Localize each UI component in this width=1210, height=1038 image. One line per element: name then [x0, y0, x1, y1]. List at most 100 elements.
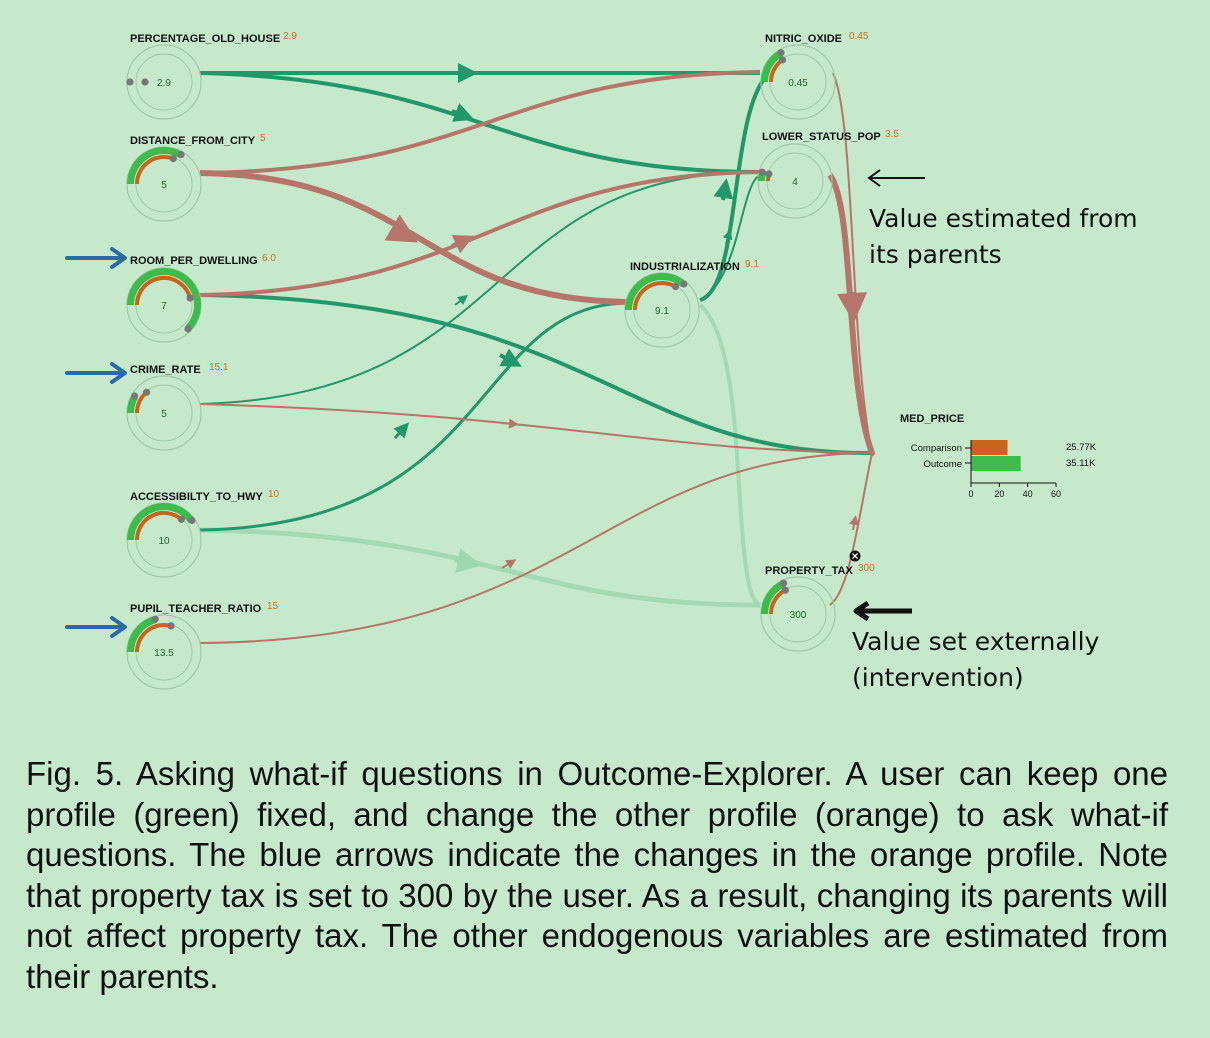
edge-room-medprice-arrow [499, 348, 522, 367]
edge-room-lstat-arrow [451, 235, 475, 254]
bar-label-comparison: Comparison [911, 443, 962, 454]
node-green-handle[interactable] [780, 579, 788, 587]
node-orange-value: 300 [858, 563, 875, 574]
node-inner-ring [769, 585, 827, 643]
node-orange-gauge [134, 275, 193, 306]
node-center-value: 13.5 [154, 648, 174, 659]
node-distance[interactable]: DISTANCE_FROM_CITY 5 5 [126, 133, 266, 222]
node-orange-handle[interactable] [186, 294, 194, 302]
node-orange-handle[interactable] [765, 170, 773, 178]
edge-oldhouse-lstat-arrow [451, 103, 475, 122]
blue-arrows [65, 247, 127, 638]
node-orange-gauge [135, 623, 172, 653]
node-orange-handle[interactable] [781, 586, 789, 594]
bar-value-comparison: 25.77K [1066, 442, 1097, 453]
node-green-handle[interactable] [131, 392, 139, 400]
x-tick-label: 40 [1023, 489, 1033, 499]
node-orange-value: 2.9 [283, 31, 297, 42]
edge-indus-tax [698, 303, 762, 607]
node-orange-gauge [135, 154, 174, 185]
node-nox[interactable]: NITRIC_OXIDE 0.45 0.45 [760, 31, 869, 120]
node-green-gauge [127, 268, 201, 332]
annotation-estimated-line2: its parents [869, 240, 1002, 269]
edge-pupil-medprice-arrow [501, 559, 517, 569]
node-orange-handle[interactable] [143, 388, 151, 396]
node-green-handle[interactable] [126, 78, 134, 86]
node-lstat[interactable]: LOWER_STATUS_POP 3.5 4 [757, 129, 899, 219]
node-label: INDUSTRIALIZATION [630, 261, 740, 273]
node-center-value: 5 [161, 180, 167, 191]
node-orange-handle[interactable] [169, 155, 177, 163]
node-label: PUPIL_TEACHER_RATIO [130, 603, 262, 615]
edge-room-medprice [199, 293, 873, 456]
node-center-value: 4 [792, 177, 798, 188]
node-green-handle[interactable] [188, 516, 196, 525]
node-label: PROPERTY_TAX [765, 565, 853, 577]
node-center-value: 0.45 [788, 78, 808, 89]
node-orange-gauge [134, 510, 183, 541]
edge-tax-medprice-arrow [849, 515, 859, 531]
node-center-value: 2.9 [157, 78, 171, 89]
blue-arrow-crime [65, 362, 127, 384]
node-green-handle[interactable] [680, 280, 688, 288]
node-orange-handle[interactable] [778, 56, 787, 64]
edge-crime-lstat-arrow [454, 294, 468, 306]
node-orange-gauge [633, 281, 677, 311]
node-green-gauge [625, 272, 686, 311]
node-green-handle[interactable] [151, 615, 159, 623]
blue-arrow-pupil [65, 616, 127, 638]
intervention-close-icon[interactable] [849, 550, 861, 562]
edge-crime-medprice-arrow [501, 418, 519, 429]
x-tick-label: 60 [1051, 489, 1061, 499]
node-inner-ring [135, 53, 193, 111]
node-outer-ring [760, 44, 836, 120]
node-label: LOWER_STATUS_POP [762, 131, 881, 143]
edge-room-lstat [199, 170, 761, 297]
med-price-chart: MED_PRICE Comparison Outcome 25.77K 35.1… [900, 413, 1097, 499]
annotation-arrow-estimated [867, 169, 925, 187]
node-label: NITRIC_OXIDE [765, 33, 842, 45]
node-orange-handle[interactable] [671, 283, 680, 291]
node-orange-value: 9.1 [745, 259, 759, 270]
node-green-handle[interactable] [777, 49, 785, 57]
edge-tax-medprice [829, 452, 873, 606]
edge-hwy-indus [199, 301, 629, 532]
node-orange-value: 5 [260, 133, 266, 144]
node-hwy[interactable]: ACCESSIBILTY_TO_HWY 10 10 [126, 489, 280, 578]
medprice-junction [869, 450, 875, 456]
annotation-estimated-line1: Value estimated from [869, 204, 1138, 233]
chart-y-axis [965, 440, 972, 483]
node-orange-value: 0.45 [849, 31, 869, 42]
edge-distance-indus-arrow [384, 214, 418, 243]
node-orange-value: 10 [268, 489, 280, 500]
node-label: PERCENTAGE_OLD_HOUSE [130, 33, 280, 45]
node-orange-handle[interactable] [141, 78, 149, 86]
node-center-value: 5 [161, 409, 167, 420]
node-green-handle[interactable] [177, 151, 185, 159]
node-orange-value: 3.5 [885, 129, 899, 140]
node-orange-handle[interactable] [167, 622, 175, 630]
edge-indus-lstat [699, 174, 761, 301]
node-green-handle[interactable] [184, 325, 192, 333]
node-outer-ring [126, 375, 202, 451]
bar-value-outcome: 35.11K [1066, 458, 1096, 469]
graph-edges [199, 63, 875, 644]
med-price-title: MED_PRICE [900, 413, 964, 425]
node-label: ACCESSIBILTY_TO_HWY [130, 491, 263, 503]
node-label: DISTANCE_FROM_CITY [130, 135, 256, 147]
edge-hwy-indus-arrow [393, 422, 410, 440]
node-green-handle[interactable] [758, 168, 766, 176]
x-tick-label: 0 [968, 489, 973, 499]
node-orange-handle[interactable] [177, 515, 185, 523]
node-center-value: 10 [158, 536, 170, 547]
node-label: CRIME_RATE [130, 364, 201, 376]
